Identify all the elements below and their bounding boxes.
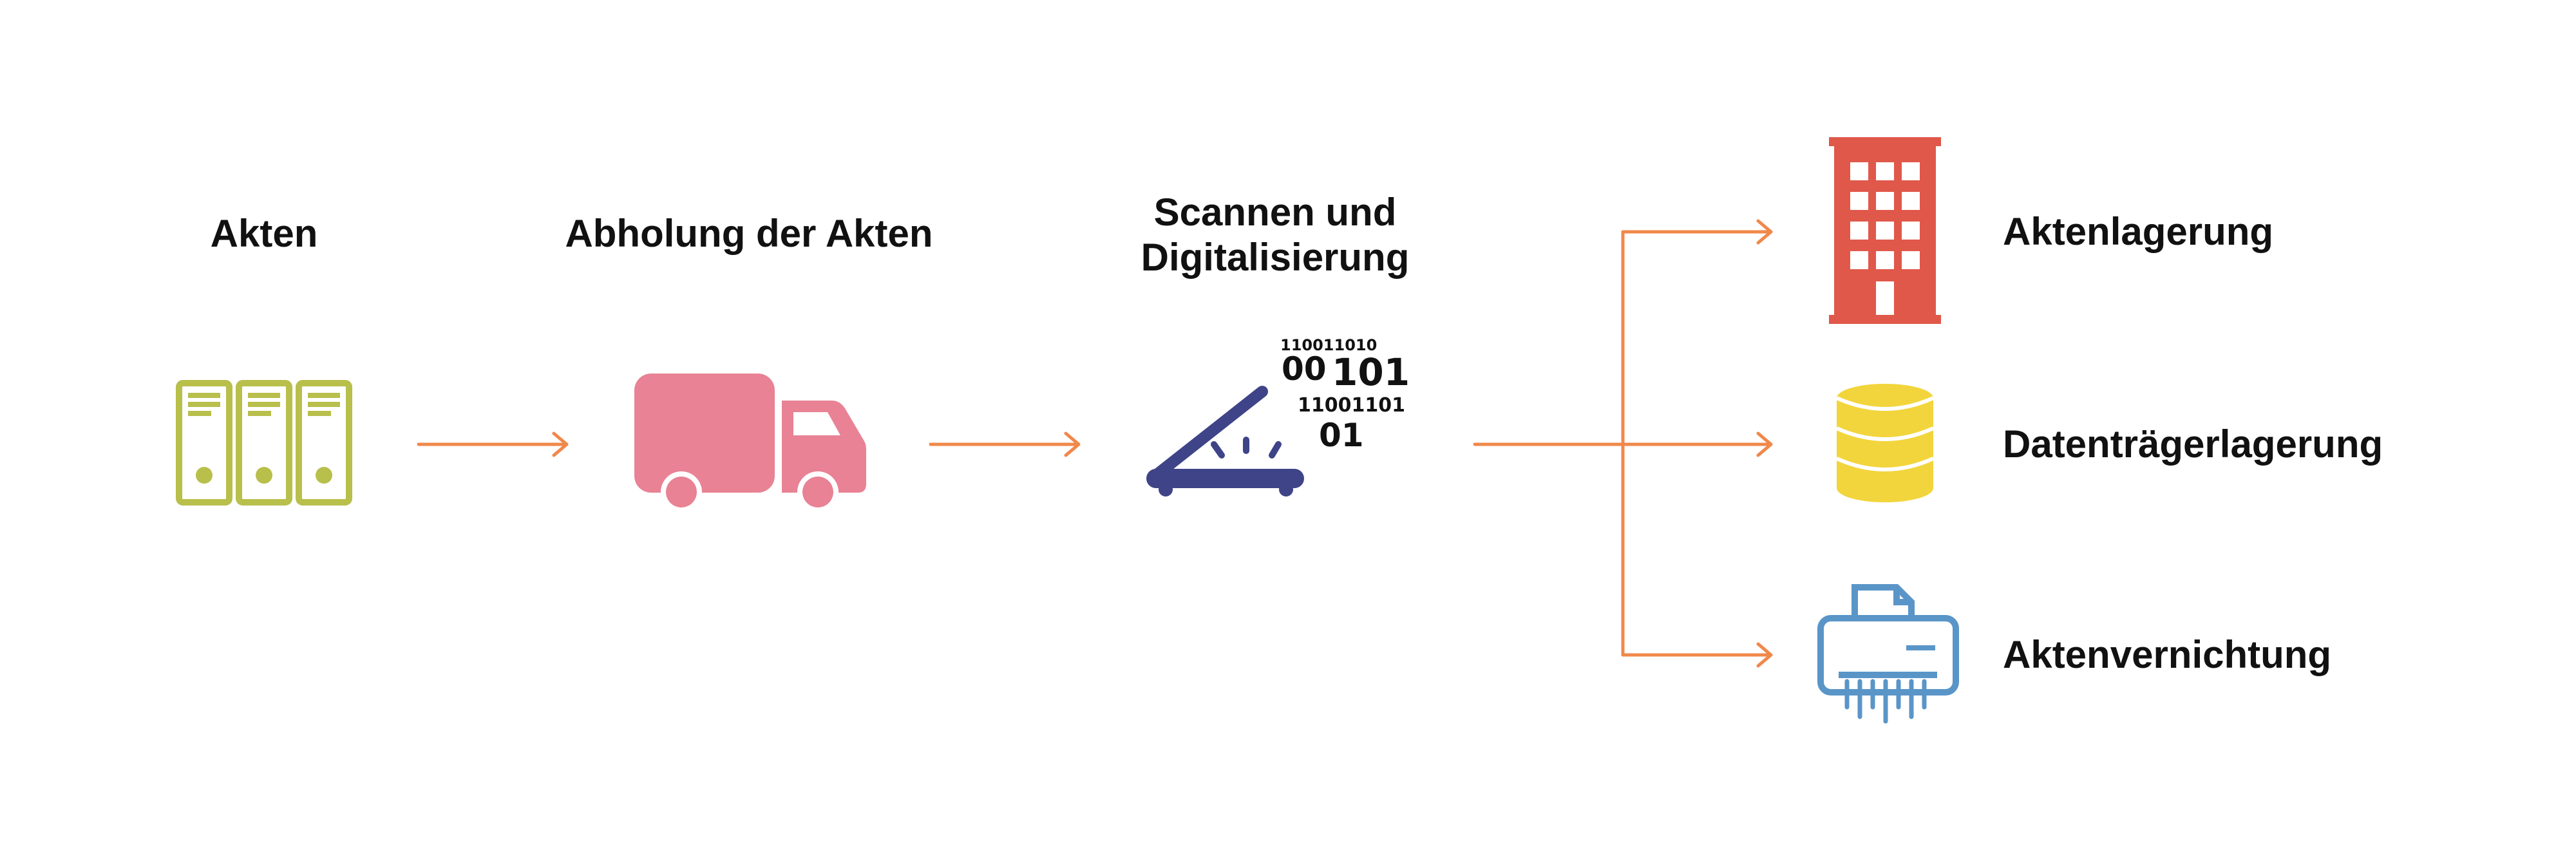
arrow-to-datentraegerlagerung <box>1621 431 1773 457</box>
label-akten: Akten <box>210 212 318 255</box>
arrow-akten-to-abholung <box>417 431 569 457</box>
binary-line-2a: 00 <box>1282 350 1327 388</box>
scanner-icon <box>1146 386 1304 497</box>
label-aktenvernichtung: Aktenvernichtung <box>2003 633 2332 676</box>
label-datentraegerlagerung: Datenträgerlagerung <box>2003 422 2383 466</box>
label-aktenlagerung: Aktenlagerung <box>2003 210 2274 253</box>
binary-line-3: 11001101 <box>1298 394 1405 417</box>
truck-icon <box>634 374 866 513</box>
arrow-to-aktenvernichtung <box>1621 642 1773 668</box>
binders-icon <box>176 380 352 506</box>
binary-line-4: 01 <box>1319 417 1364 454</box>
label-scannen-line1: Scannen und <box>1153 191 1397 234</box>
binary-line-1: 110011010 <box>1280 336 1378 354</box>
arrow-abholung-to-scannen <box>929 431 1081 457</box>
building-icon <box>1829 137 1941 324</box>
connectors <box>417 219 1773 668</box>
label-scannen: Scannen und Digitalisierung <box>1141 190 1410 280</box>
label-scannen-line2: Digitalisierung <box>1141 236 1410 279</box>
database-icon <box>1835 384 1935 502</box>
arrow-to-aktenlagerung <box>1621 219 1773 245</box>
shredder-icon <box>1817 584 1959 724</box>
binary-line-2b: 101 <box>1332 350 1410 394</box>
label-abholung: Abholung der Akten <box>565 212 933 255</box>
